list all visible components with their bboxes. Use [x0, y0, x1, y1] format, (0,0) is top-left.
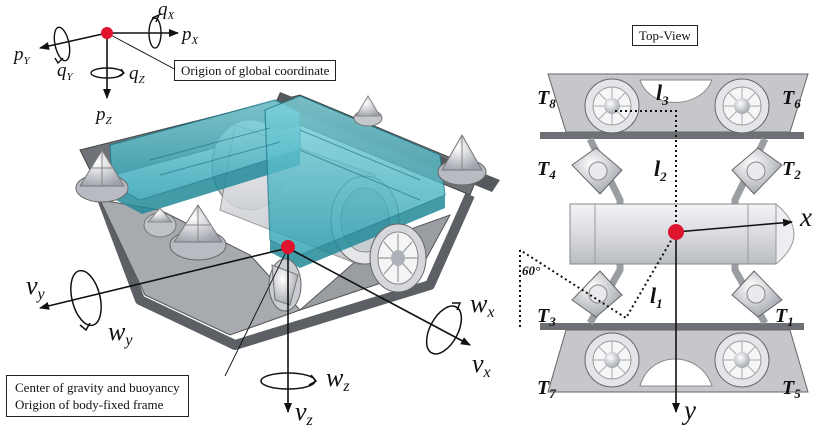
top-x-axis [675, 218, 793, 233]
vectored-thruster-center [268, 258, 302, 312]
cone-thruster-front-left [169, 204, 227, 261]
frame-side [90, 178, 475, 350]
qz-label: qZ [129, 63, 146, 86]
l1-label: l1 [650, 283, 663, 311]
vx-axis [287, 247, 471, 346]
cone-thruster-back [353, 95, 383, 127]
vectored-thruster-t2 [731, 147, 783, 195]
cog-origin-box: Center of gravity and buoyancy Origion o… [6, 375, 189, 417]
fan-thruster-t8 [584, 78, 640, 134]
vectored-thruster-t3 [571, 270, 623, 318]
px-label: pX [180, 24, 200, 47]
thruster-label-t4: T4 [537, 158, 556, 182]
fan-thruster-t6 [714, 78, 770, 134]
thruster-label-t1: T1 [775, 305, 794, 329]
thruster-label-t6: T6 [782, 87, 801, 111]
vectored-thruster-t4 [571, 147, 623, 195]
vy-label: vy [26, 271, 46, 303]
wy-rotation-icon [70, 269, 102, 327]
qx-label: qX [158, 0, 176, 22]
thruster-label-t3: T3 [537, 305, 556, 329]
cog-leader [224, 247, 289, 377]
qx-rotation-icon [148, 17, 162, 49]
l2-label: l2 [654, 156, 667, 184]
vz-label: vz [295, 397, 314, 429]
global-origin-dot [101, 27, 113, 39]
cog-origin-line-1: Center of gravity and buoyancy [15, 380, 180, 395]
cone-thruster-right [437, 133, 487, 186]
qy-label: qY [57, 60, 75, 83]
wx-label: wx [470, 289, 494, 321]
l3-label: l3 [656, 80, 669, 108]
top-view-title-box: Top-View [632, 25, 698, 46]
rov-3d-illustration [75, 92, 500, 350]
vectored-thruster-t1 [731, 270, 783, 318]
wx-rotation-icon [425, 305, 463, 355]
vertical-thruster-3d [369, 223, 427, 293]
pz-label: pZ [94, 104, 113, 127]
cog-origin-dot [281, 240, 295, 254]
top-x-label: x [799, 202, 812, 232]
cog-origin-line-2: Origion of body-fixed frame [15, 397, 164, 412]
py-label: pY [12, 44, 32, 67]
thruster-label-t2: T2 [782, 158, 801, 182]
body-fixed-frame: vx vy vz wx wy wz [26, 240, 494, 429]
wz-label: wz [326, 363, 350, 395]
cone-thruster-left [75, 149, 129, 203]
wy-label: wy [108, 317, 133, 349]
top-y-label: y [681, 395, 696, 425]
vx-label: vx [472, 349, 491, 381]
l3-dotted-path [612, 110, 677, 232]
angle-label: 60° [522, 263, 541, 278]
top-view-illustration: x y 60° l3 l2 l1 T1 T2 T3 T4 T5 T6 T7 T8 [519, 73, 812, 425]
small-thruster-left [143, 207, 177, 238]
top-view-origin-dot [668, 224, 684, 240]
py-axis [39, 32, 108, 50]
global-coordinate-frame: pX pY pZ qX qY qZ [12, 0, 200, 127]
qy-rotation-icon [53, 26, 71, 62]
global-origin-leader [106, 32, 181, 73]
global-origin-box: Origion of global coordinate [174, 60, 337, 81]
thruster-label-t8: T8 [537, 87, 556, 111]
fan-thruster-t7 [584, 332, 640, 388]
fan-thruster-t5 [714, 332, 770, 388]
thruster-label-t7: T7 [537, 377, 556, 401]
vy-axis [39, 247, 289, 310]
thruster-label-t5: T5 [782, 377, 801, 401]
